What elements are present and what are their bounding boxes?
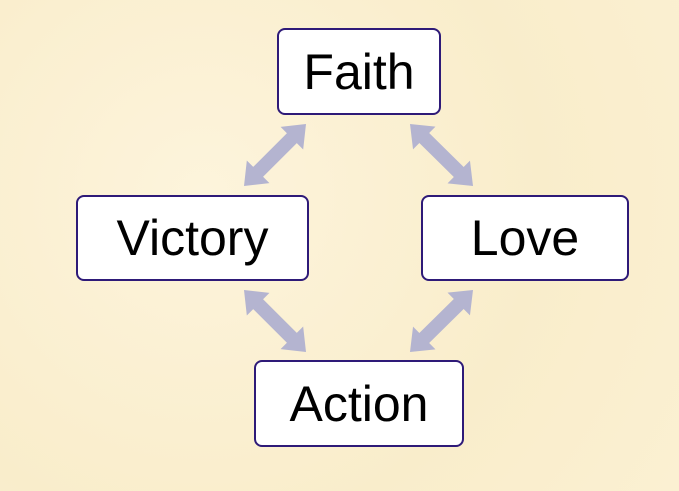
node-faith-label: Faith — [303, 43, 415, 100]
node-action-label: Action — [289, 375, 429, 432]
node-faith: Faith — [277, 28, 441, 115]
node-action: Action — [254, 360, 464, 447]
node-love: Love — [421, 195, 629, 281]
arrow-love-action — [409, 290, 473, 352]
arrow-victory-faith — [244, 123, 307, 186]
node-victory-label: Victory — [116, 210, 269, 266]
arrow-victory-action — [244, 290, 307, 353]
node-victory: Victory — [76, 195, 309, 281]
node-love-label: Love — [470, 210, 580, 266]
arrow-faith-love — [410, 124, 473, 187]
